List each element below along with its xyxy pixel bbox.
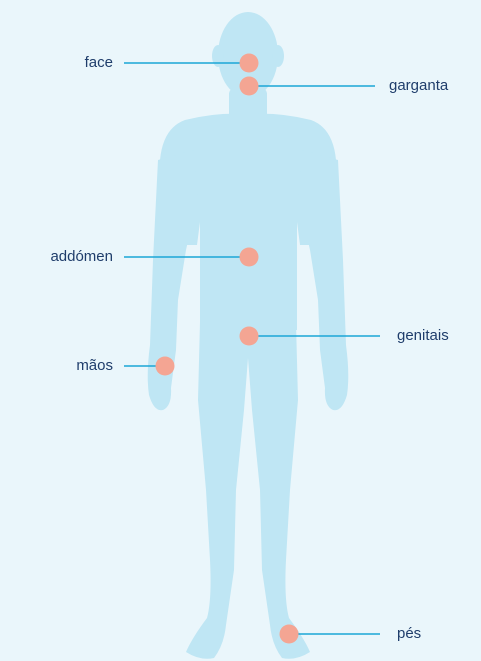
face-label: face	[40, 54, 113, 72]
genitals-marker	[240, 327, 259, 346]
hands-label: mãos	[30, 357, 113, 375]
throat-marker	[240, 77, 259, 96]
face-marker	[240, 54, 259, 73]
hands-marker	[156, 357, 175, 376]
abdomen-label: addómen	[6, 248, 113, 266]
abdomen-marker	[240, 248, 259, 267]
feet-marker	[280, 625, 299, 644]
right-leg-shape	[247, 322, 310, 659]
throat-label: garganta	[389, 77, 448, 95]
genitals-label: genitais	[397, 327, 449, 345]
feet-label: pés	[397, 625, 421, 643]
right-ear-shape	[272, 45, 284, 67]
right-arm-shape	[298, 150, 348, 410]
left-leg-shape	[186, 322, 249, 659]
